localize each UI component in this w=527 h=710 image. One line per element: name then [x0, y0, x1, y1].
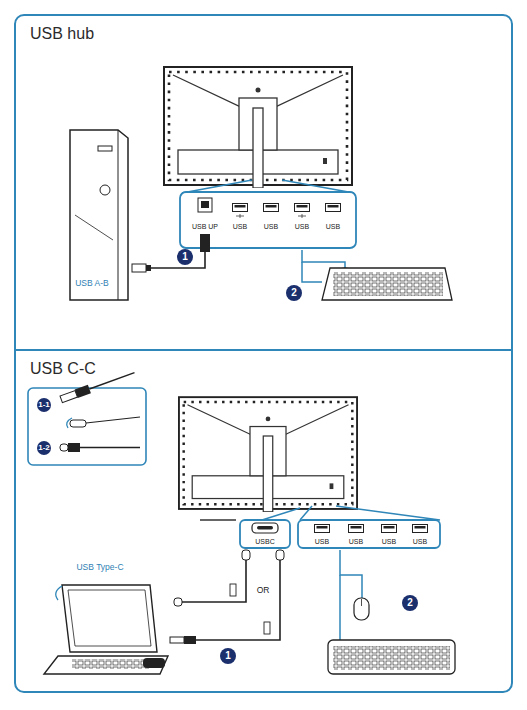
panel-heading: USB C-C — [16, 351, 511, 378]
callout-number: 1-2 — [38, 444, 50, 452]
port-label: USB — [413, 538, 427, 545]
callout-number: 1-1 — [38, 401, 50, 409]
port-label: USBC — [255, 538, 274, 545]
callout-number: 2 — [407, 598, 413, 608]
port-label: USB — [233, 223, 247, 230]
port-label: USB — [326, 223, 340, 230]
port-label: USB — [382, 538, 396, 545]
port-label: USB UP — [192, 223, 218, 230]
panel: USB hub — [14, 14, 513, 351]
port-label: USB — [264, 223, 278, 230]
or-label: OR — [256, 586, 271, 595]
port-label: USB — [349, 538, 363, 545]
callout-number: 2 — [291, 288, 297, 298]
cable-label: USB A-B — [75, 279, 109, 288]
port-label: USB — [315, 538, 329, 545]
callout-number: 1 — [182, 252, 188, 262]
port-label: USB — [295, 223, 309, 230]
cable-label: USB Type-C — [76, 563, 123, 572]
panel: USB C-C — [14, 349, 513, 693]
callout-number: 1 — [225, 651, 231, 661]
panel-heading: USB hub — [16, 16, 511, 43]
